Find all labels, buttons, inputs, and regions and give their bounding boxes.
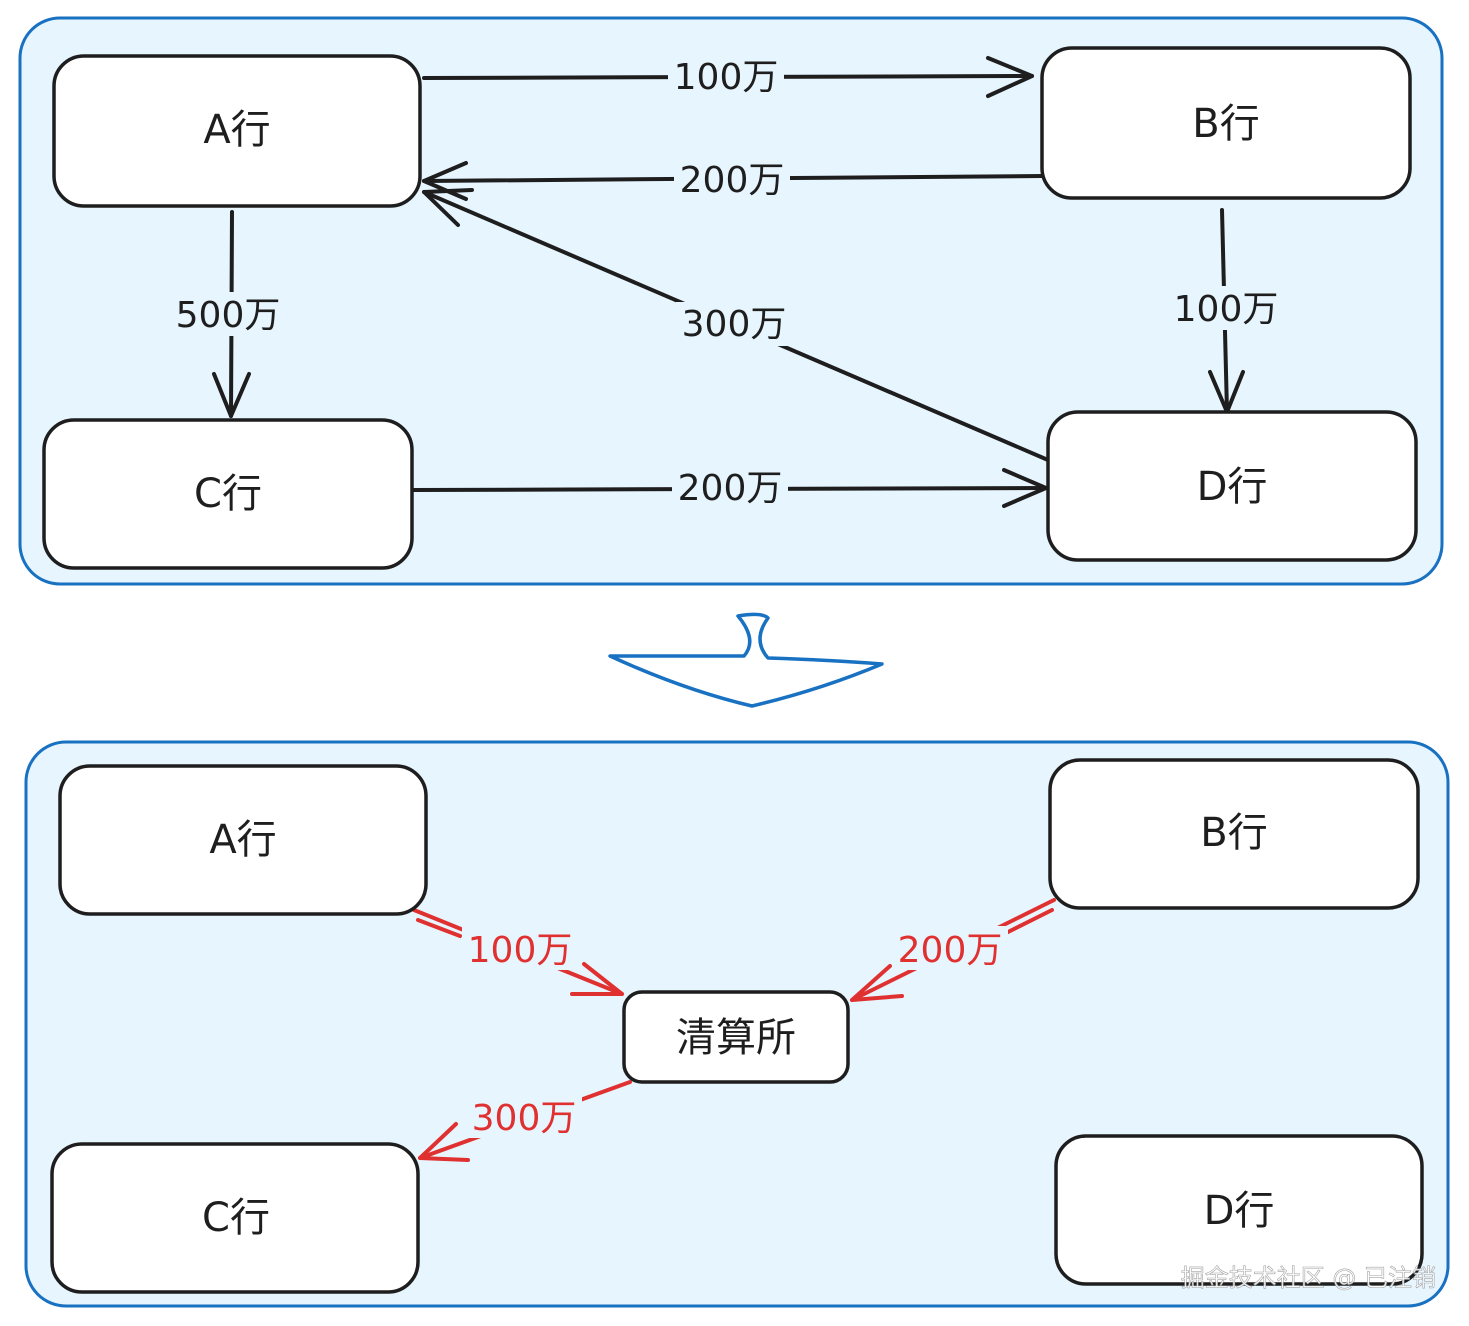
bottom-node-a: A行 bbox=[58, 764, 428, 916]
svg-text:A行: A行 bbox=[203, 107, 270, 153]
svg-text:100万: 100万 bbox=[468, 930, 573, 971]
top-node-b: B行 bbox=[1040, 46, 1412, 200]
svg-text:D行: D行 bbox=[1197, 464, 1268, 510]
svg-text:C行: C行 bbox=[194, 471, 262, 517]
edge-label-d-to-a: 300万 bbox=[676, 302, 792, 346]
svg-text:清算所: 清算所 bbox=[676, 1015, 796, 1061]
bottom-node-c: C行 bbox=[50, 1142, 420, 1294]
svg-text:200万: 200万 bbox=[678, 468, 783, 509]
top-node-c: C行 bbox=[42, 418, 414, 570]
svg-text:100万: 100万 bbox=[674, 57, 779, 98]
top-node-a: A行 bbox=[52, 54, 422, 208]
svg-text:B行: B行 bbox=[1200, 810, 1267, 856]
edge-label-b-to-a: 200万 bbox=[674, 158, 790, 202]
bottom-node-b: B行 bbox=[1048, 758, 1420, 910]
bottom-node-clearing-house: 清算所 bbox=[622, 990, 850, 1084]
svg-text:B行: B行 bbox=[1192, 101, 1259, 147]
top-node-d: D行 bbox=[1046, 410, 1418, 562]
svg-text:C行: C行 bbox=[202, 1195, 270, 1241]
svg-text:A行: A行 bbox=[209, 817, 276, 863]
svg-text:300万: 300万 bbox=[472, 1098, 577, 1139]
svg-text:500万: 500万 bbox=[176, 295, 281, 336]
bottom-panel: 100万 200万 300万 A行 B行 C行 D行 清算所 bbox=[24, 740, 1450, 1308]
svg-text:200万: 200万 bbox=[898, 930, 1003, 971]
svg-text:200万: 200万 bbox=[680, 160, 785, 201]
bottom-node-d: D行 bbox=[1054, 1134, 1424, 1286]
edge-label-a-to-clearing: 100万 bbox=[462, 926, 578, 971]
edge-label-a-to-c: 500万 bbox=[170, 292, 286, 336]
svg-text:100万: 100万 bbox=[1174, 289, 1279, 330]
edge-label-b-to-clearing: 200万 bbox=[892, 926, 1008, 971]
svg-text:300万: 300万 bbox=[682, 304, 787, 345]
edge-label-clearing-to-c: 300万 bbox=[466, 1094, 582, 1139]
edge-label-a-to-b: 100万 bbox=[668, 54, 784, 98]
edge-label-c-to-d: 200万 bbox=[672, 466, 788, 510]
top-panel: 100万 200万 300万 500万 100万 200万 A行 bbox=[18, 16, 1444, 586]
edge-label-b-to-d: 100万 bbox=[1168, 286, 1284, 330]
svg-text:D行: D行 bbox=[1204, 1188, 1275, 1234]
down-arrow-icon bbox=[608, 612, 884, 708]
watermark: 掘金技术社区 @ 已注销 bbox=[1181, 1264, 1436, 1292]
